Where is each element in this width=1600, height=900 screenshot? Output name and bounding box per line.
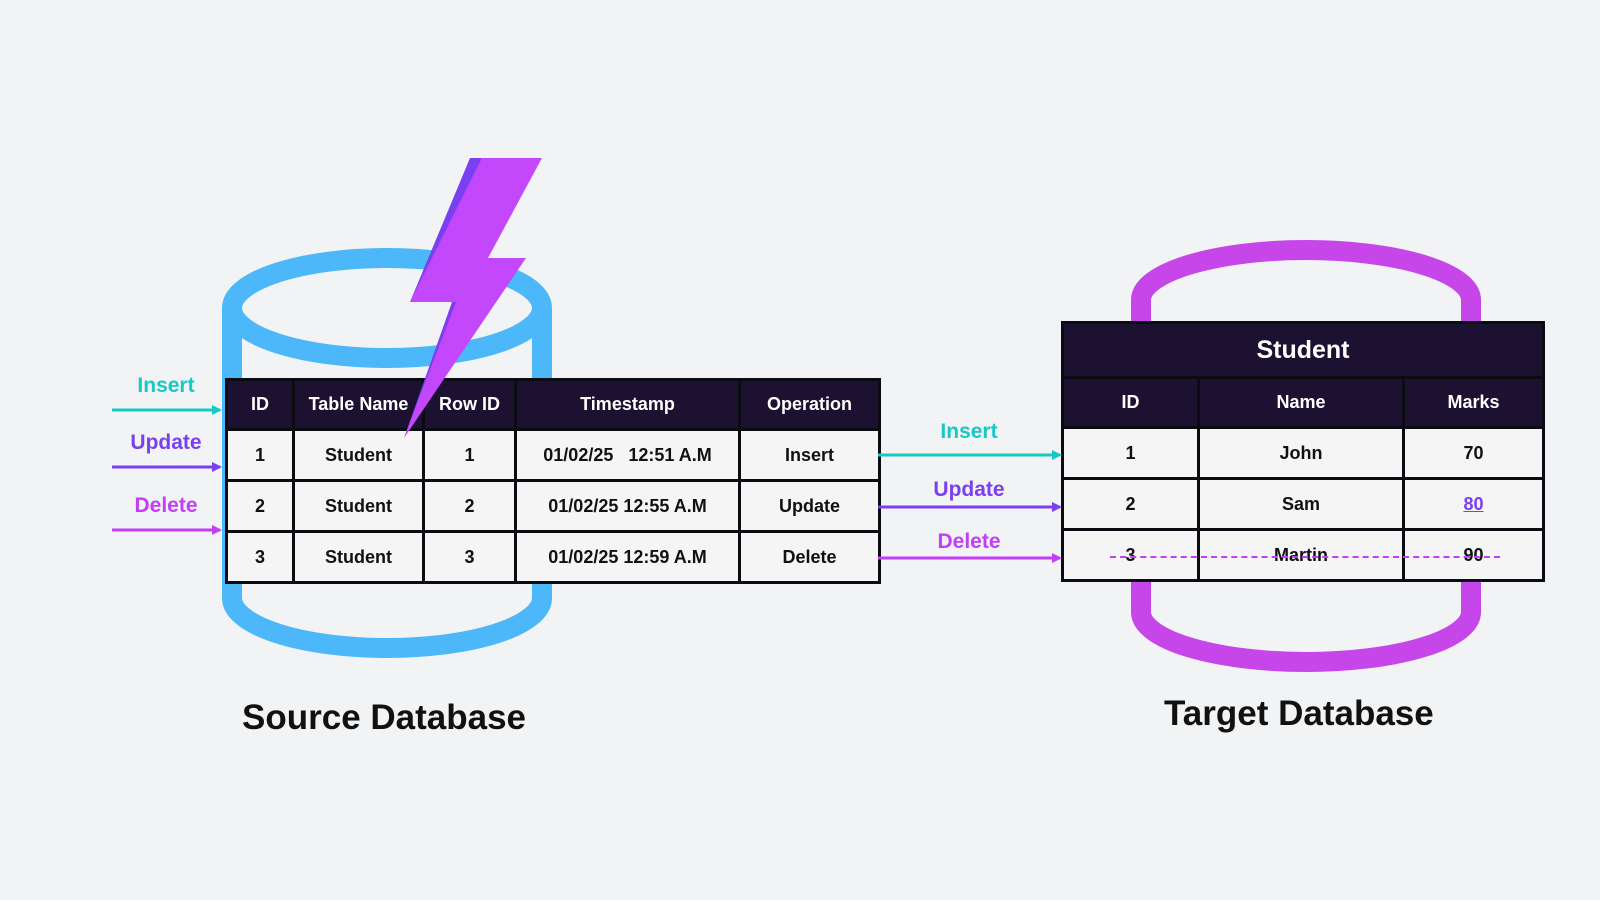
cell-table-name: Student: [292, 479, 425, 533]
source-delete-label: Delete: [134, 494, 198, 517]
cell-name: John: [1197, 426, 1405, 480]
cell-id: 2: [1061, 477, 1200, 531]
header-marks: Marks: [1402, 376, 1545, 429]
table-row: 1 Student 1 01/02/25 12:51 A.M Insert: [225, 428, 881, 482]
target-table-title: Student: [1061, 321, 1545, 379]
cell-id: 3: [225, 530, 295, 584]
transfer-update-label: Update: [933, 478, 1005, 501]
table-row-updated: 2 Sam 80: [1061, 477, 1545, 531]
header-table-name: Table Name: [292, 378, 425, 431]
cell-timestamp: 01/02/25 12:59 A.M: [514, 530, 741, 584]
cell-operation: Delete: [738, 530, 881, 584]
source-database-caption: Source Database: [242, 698, 527, 737]
header-id: ID: [225, 378, 295, 431]
source-table-header-row: ID Table Name Row ID Timestamp Operation: [225, 378, 881, 431]
cell-timestamp: 01/02/25 12:51 A.M: [514, 428, 741, 482]
table-row-inserted: 1 John 70: [1061, 426, 1545, 480]
header-timestamp: Timestamp: [514, 378, 741, 431]
cell-table-name: Student: [292, 428, 425, 482]
cell-table-name: Student: [292, 530, 425, 584]
cell-name: Martin: [1197, 528, 1405, 582]
source-update-label: Update: [130, 431, 202, 454]
cell-timestamp: 01/02/25 12:55 A.M: [514, 479, 741, 533]
target-database-caption: Target Database: [1164, 694, 1434, 733]
cell-marks: 90: [1402, 528, 1545, 582]
source-insert-label: Insert: [137, 374, 195, 397]
target-student-table: Student ID Name Marks 1 John 70 2 Sam 80…: [1061, 321, 1545, 582]
header-name: Name: [1197, 376, 1405, 429]
source-log-table: ID Table Name Row ID Timestamp Operation…: [225, 378, 881, 584]
cell-row-id: 2: [422, 479, 517, 533]
cell-marks: 70: [1402, 426, 1545, 480]
cell-id: 3: [1061, 528, 1200, 582]
cell-id: 2: [225, 479, 295, 533]
cell-row-id: 1: [422, 428, 517, 482]
cell-operation: Insert: [738, 428, 881, 482]
updated-marks-value: 80: [1463, 493, 1484, 514]
table-row: 2 Student 2 01/02/25 12:55 A.M Update: [225, 479, 881, 533]
target-table-title-row: Student: [1061, 321, 1545, 379]
transfer-delete-label: Delete: [937, 530, 1001, 553]
cell-id: 1: [1061, 426, 1200, 480]
cell-marks: 80: [1402, 477, 1545, 531]
header-id: ID: [1061, 376, 1200, 429]
target-table-header-row: ID Name Marks: [1061, 376, 1545, 429]
cell-id: 1: [225, 428, 295, 482]
header-operation: Operation: [738, 378, 881, 431]
target-database-cylinder: [1131, 240, 1481, 672]
cell-name: Sam: [1197, 477, 1405, 531]
deleted-row-strikethrough: [1110, 556, 1500, 558]
cell-row-id: 3: [422, 530, 517, 584]
transfer-insert-label: Insert: [940, 420, 998, 443]
table-row-deleted: 3 Martin 90: [1061, 528, 1545, 582]
table-row: 3 Student 3 01/02/25 12:59 A.M Delete: [225, 530, 881, 584]
lightning-bolt-icon: [404, 158, 542, 438]
